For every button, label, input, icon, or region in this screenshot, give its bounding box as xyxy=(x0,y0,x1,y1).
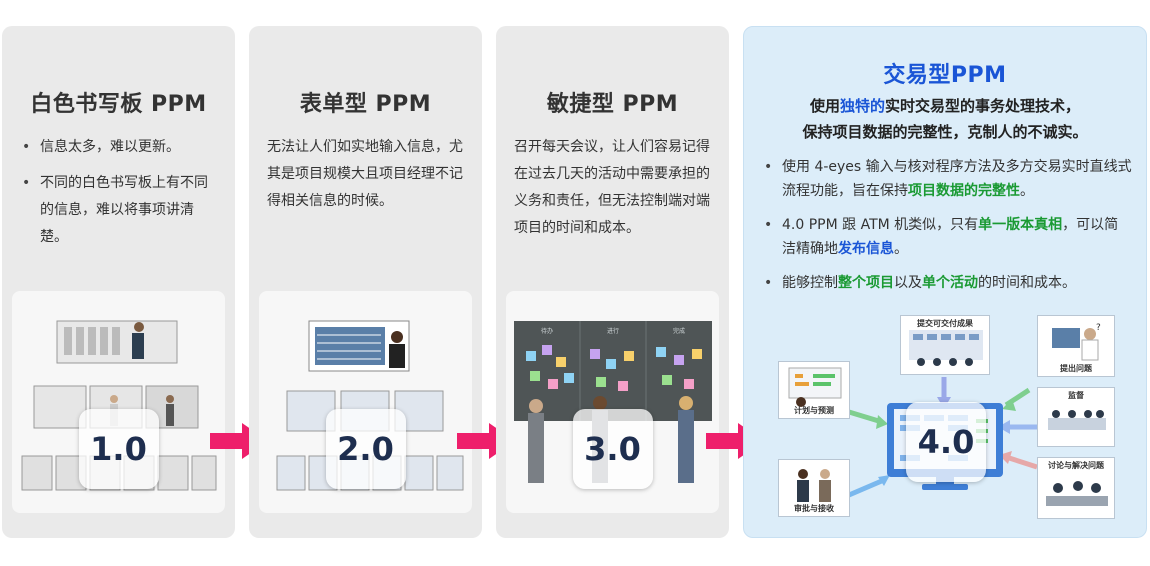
agile-board-illustration: 待办 进行 完成 xyxy=(514,321,712,483)
bullet-text: 。 xyxy=(894,241,908,257)
column-title: 表单型 PPM xyxy=(299,92,432,117)
column-description: 召开每天会议，让人们容易记得在过去几天的活动中需要承担的义务和责任，但无法控制端… xyxy=(514,139,710,236)
connector-arrow xyxy=(848,477,885,498)
bullet-text: 能够控制 xyxy=(782,275,838,291)
version-badge: 1.0 xyxy=(78,409,159,489)
bullet-highlight: 发布信息 xyxy=(838,241,894,257)
lead-text: 实时交易型的事务处理技术， xyxy=(885,97,1081,115)
illustration-forms: 2.0 xyxy=(259,291,472,513)
bullet-highlight: 单一版本真相 xyxy=(978,217,1063,233)
lead-text: 使用 xyxy=(809,97,840,115)
question-mark-icon: ? xyxy=(1096,323,1101,333)
bullet-item: 4.0 PPM 跟 ATM 机类似，只有单一版本真相，可以简洁精确地发布信息。 xyxy=(762,213,1132,261)
bullet-item: 能够控制整个项目以及单个活动的时间和成本。 xyxy=(762,271,1132,295)
bullet-text: 以及 xyxy=(894,275,922,291)
connector-arrow xyxy=(1005,454,1038,470)
tile-caption: 审批与接收 xyxy=(794,504,834,513)
column-title: 敏捷型 PPM xyxy=(546,92,679,117)
illustration-whiteboards: 1.0 xyxy=(12,291,225,513)
bullet-list: 信息太多，难以更新。 不同的白色书写板上有不同的信息，难以将事项讲清楚。 xyxy=(20,134,221,260)
tile-discuss-resolve: 讨论与解决问题 xyxy=(1037,457,1115,519)
tile-caption: 提交可交付成果 xyxy=(917,319,973,328)
board-column-label: 进行 xyxy=(607,327,619,335)
column-whiteboard-ppm: 白色书写板 PPM 信息太多，难以更新。 不同的白色书写板上有不同的信息，难以将… xyxy=(2,26,235,538)
bullet-highlight: 整个项目 xyxy=(838,275,894,291)
bullet-text: 。 xyxy=(1020,183,1034,199)
column-description: 无法让人们如实地输入信息，尤其是项目规模大且项目经理不记得相关信息的时候。 xyxy=(267,139,463,209)
tile-plan-forecast: 计划与预测 xyxy=(778,361,850,419)
tile-raise-issues: ? 提出问题 xyxy=(1037,315,1115,377)
bullet-text: 4.0 PPM 跟 ATM 机类似，只有 xyxy=(782,217,979,233)
bullet-highlight: 单个活动 xyxy=(922,275,978,291)
illustration-agile-board: 待办 进行 完成 3.0 xyxy=(506,291,719,513)
bullet-list: 使用 4-eyes 输入与核对程序方法及多方交易实时直线式流程功能，旨在保持项目… xyxy=(762,155,1132,305)
version-badge: 4.0 xyxy=(906,402,986,482)
bullet-text: 使用 4-eyes 输入与核对程序方法及多方交易实时直线式流程功能，旨在保持 xyxy=(782,159,1132,199)
version-badge: 2.0 xyxy=(325,409,406,489)
tile-approve-accept: 审批与接收 xyxy=(778,459,850,517)
version-badge: 3.0 xyxy=(572,409,653,489)
bullet-highlight: 项目数据的完整性 xyxy=(908,183,1020,199)
bullet-text: 的时间和成本。 xyxy=(978,275,1076,291)
board-column-label: 待办 xyxy=(541,327,553,335)
tile-caption: 讨论与解决问题 xyxy=(1048,461,1104,470)
tile-caption: 提出问题 xyxy=(1060,364,1092,373)
tile-monitor: 监督 xyxy=(1037,387,1115,447)
tile-submit-deliverables: 提交可交付成果 xyxy=(900,315,990,375)
column-title: 白色书写板 PPM xyxy=(30,92,207,117)
connector-arrow xyxy=(848,409,883,425)
lead-highlight: 独特的 xyxy=(839,97,885,115)
column-lead-text: 使用独特的实时交易型的事务处理技术， 保持项目数据的完整性，克制人的不诚实。 xyxy=(744,93,1146,145)
board-column-label: 完成 xyxy=(673,327,685,335)
column-agile-ppm: 敏捷型 PPM 召开每天会议，让人们容易记得在过去几天的活动中需要承担的义务和责… xyxy=(496,26,729,538)
tile-caption: 计划与预测 xyxy=(794,406,834,415)
bullet-item: 使用 4-eyes 输入与核对程序方法及多方交易实时直线式流程功能，旨在保持项目… xyxy=(762,155,1132,203)
tile-caption: 监督 xyxy=(1068,391,1084,400)
column-title: 交易型PPM xyxy=(883,63,1007,88)
column-transactional-ppm: 交易型PPM 使用独特的实时交易型的事务处理技术， 保持项目数据的完整性，克制人… xyxy=(743,26,1147,538)
bullet-text: ，可以简洁精确地 xyxy=(782,217,1119,257)
lead-text: 保持项目数据的完整性，克制人的不诚实。 xyxy=(802,123,1088,141)
bullet-item: 信息太多，难以更新。 xyxy=(20,134,221,161)
bullet-item: 不同的白色书写板上有不同的信息，难以将事项讲清楚。 xyxy=(20,170,221,251)
column-form-ppm: 表单型 PPM 无法让人们如实地输入信息，尤其是项目规模大且项目经理不记得相关信… xyxy=(249,26,482,538)
